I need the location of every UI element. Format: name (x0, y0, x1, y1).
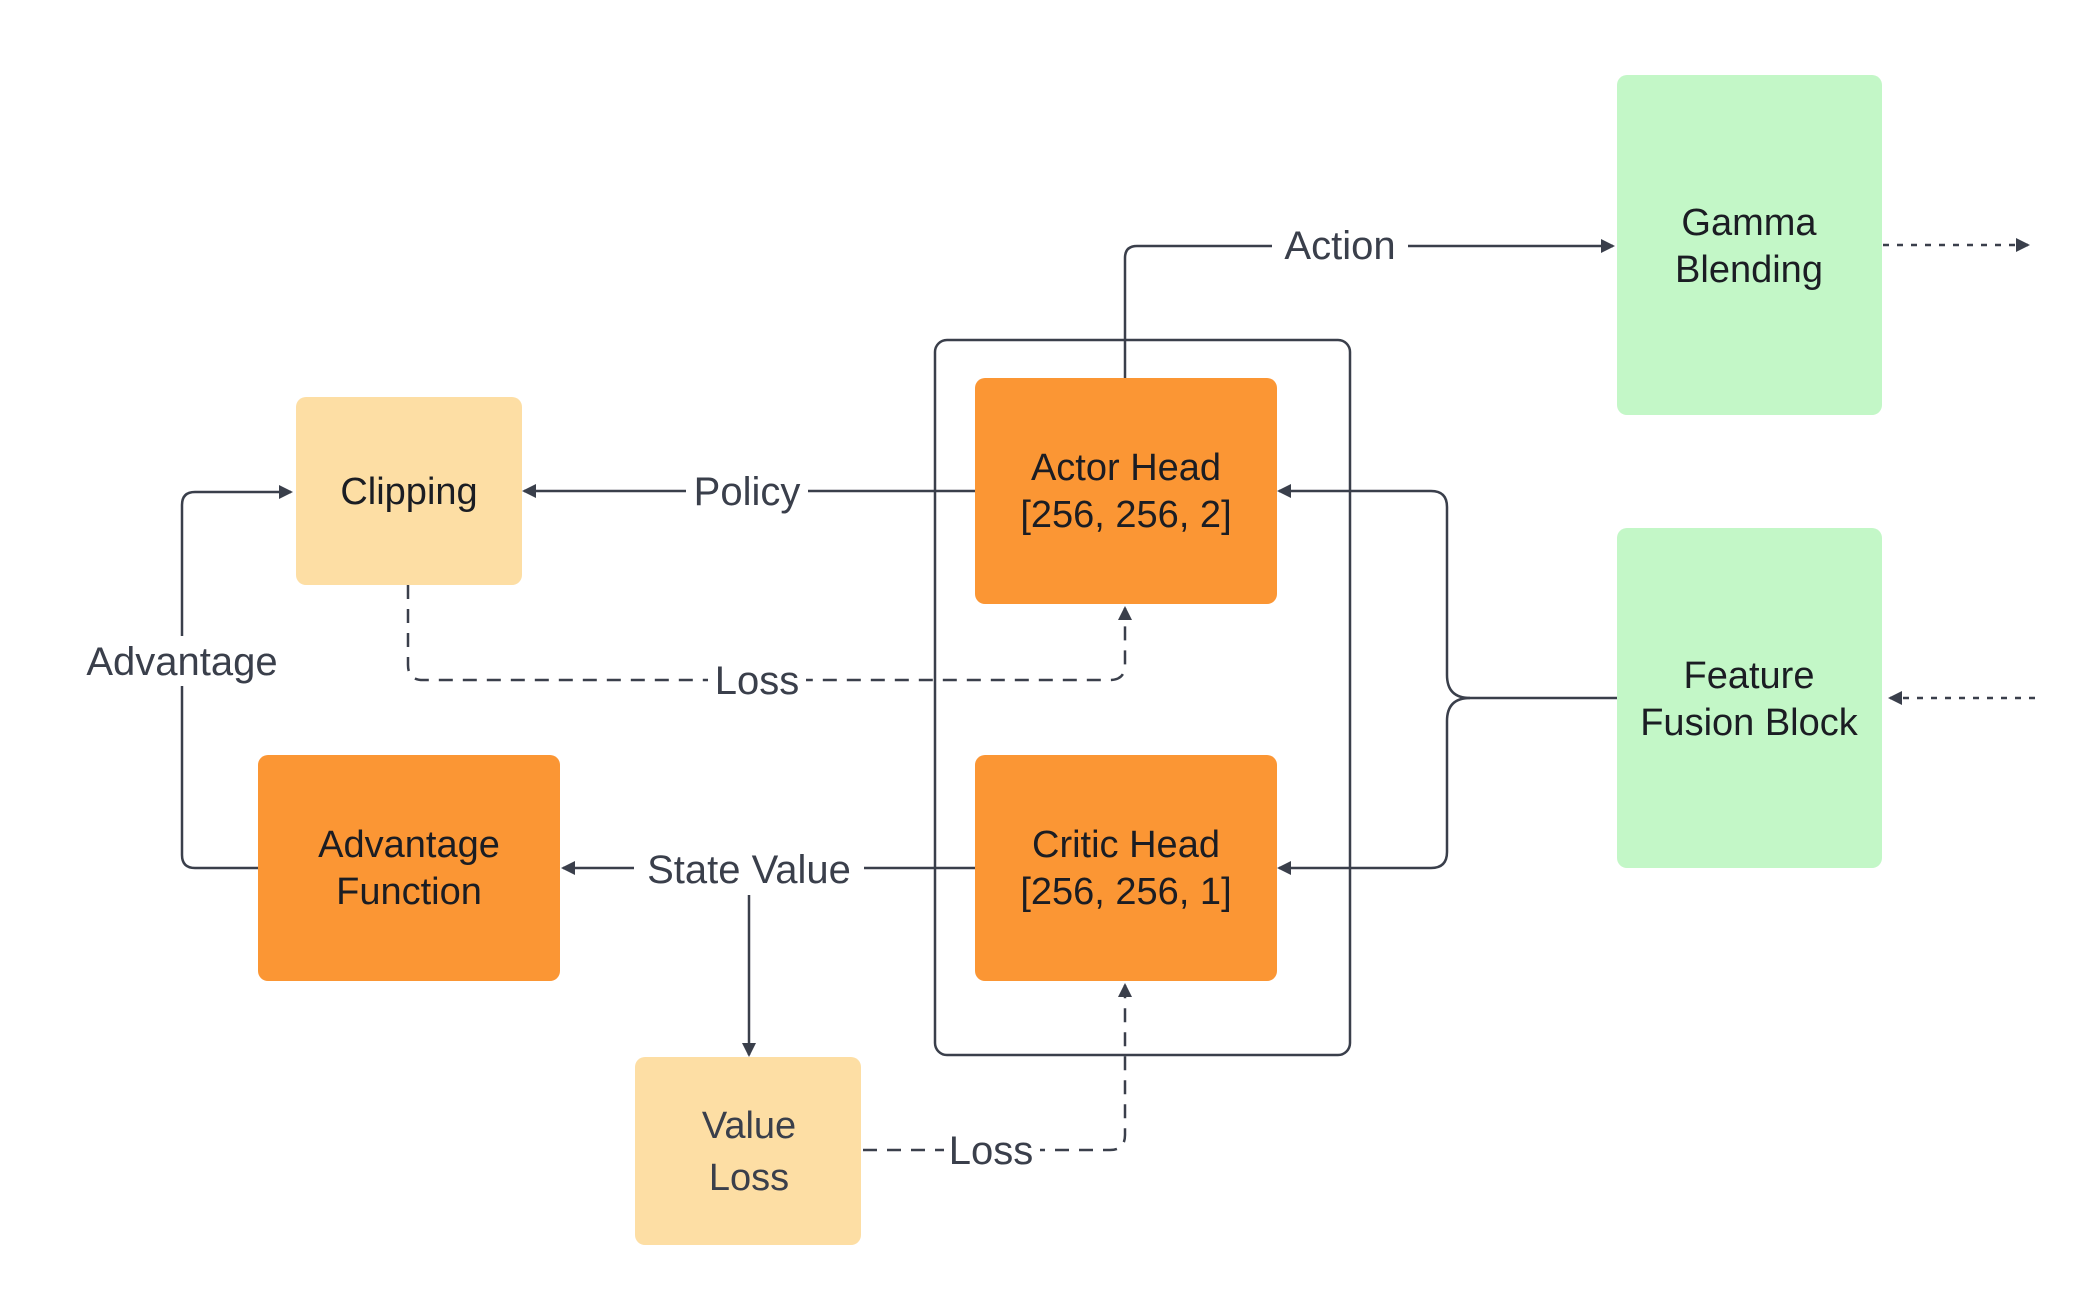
actor-head-line1: Actor Head (1031, 447, 1221, 489)
label-loss-actor: Loss (715, 659, 800, 703)
gamma-blending-line1: Gamma (1681, 202, 1817, 244)
node-actor-head[interactable]: Actor Head [256, 256, 2] (975, 378, 1277, 604)
label-policy: Policy (694, 470, 801, 514)
feature-fusion-line1: Feature (1684, 655, 1815, 697)
advantage-function-line2: Function (336, 871, 482, 913)
node-critic-head[interactable]: Critic Head [256, 256, 1] (975, 755, 1277, 981)
value-loss-line2: Loss (709, 1157, 789, 1199)
edge-loss-critic (863, 983, 1132, 1152)
label-loss-critic: Loss (949, 1129, 1034, 1173)
clipping-label: Clipping (340, 471, 477, 513)
edge-labels: Action Policy Loss Advantage State Value… (72, 220, 1408, 1175)
heads-group-frame (933, 338, 1352, 1057)
critic-head-line2: [256, 256, 1] (1020, 871, 1231, 913)
actor-head-line2: [256, 256, 2] (1020, 494, 1231, 536)
feature-fusion-line2: Fusion Block (1640, 702, 1859, 744)
label-advantage: Advantage (86, 640, 277, 684)
edge-fusion-to-critic (1277, 696, 1471, 875)
value-loss-line1: Value (702, 1105, 796, 1147)
edge-fusion-to-actor (1277, 484, 1617, 700)
critic-head-line1: Critic Head (1032, 824, 1220, 866)
label-state-value: State Value (647, 848, 851, 892)
gamma-blending-line2: Blending (1675, 249, 1823, 291)
node-advantage-function[interactable]: Advantage Function (258, 755, 560, 981)
edge-action (1123, 239, 1615, 378)
node-clipping[interactable]: Clipping (296, 397, 522, 585)
node-value-loss[interactable]: Value Loss (635, 1057, 861, 1245)
label-action: Action (1284, 224, 1395, 268)
advantage-function-line1: Advantage (318, 824, 500, 866)
node-feature-fusion-block[interactable]: Feature Fusion Block (1617, 528, 1882, 868)
node-gamma-blending[interactable]: Gamma Blending (1617, 75, 1882, 415)
